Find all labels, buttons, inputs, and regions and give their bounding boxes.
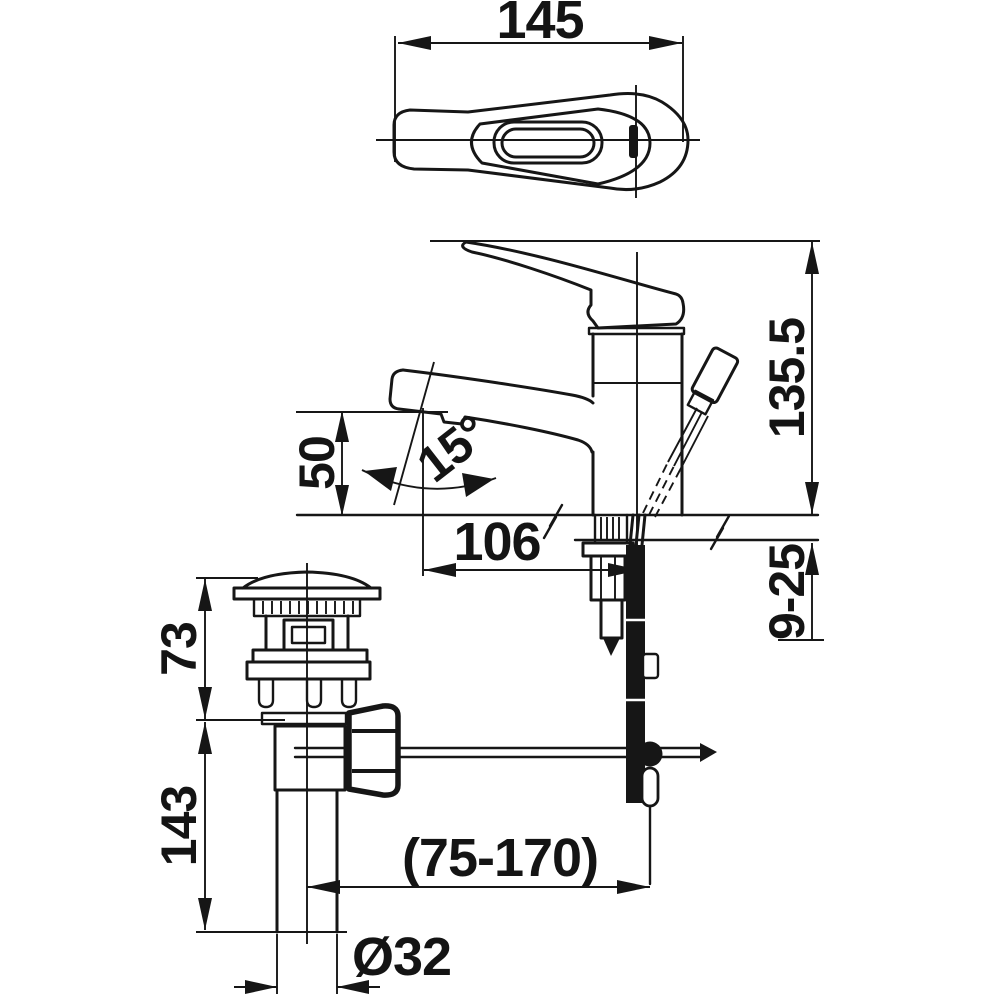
arrowhead bbox=[307, 880, 340, 894]
handle-pivot-mark bbox=[629, 125, 638, 158]
dim-deck-thickness-label: 9-25 bbox=[759, 544, 815, 640]
drain-tailpipe bbox=[275, 788, 339, 934]
drain-tee-body bbox=[273, 724, 347, 792]
side-view-faucet bbox=[295, 240, 820, 576]
hose-fitting bbox=[641, 652, 660, 680]
deck-break-symbol bbox=[542, 503, 564, 540]
dim-spout-reach-label: 106 bbox=[453, 512, 540, 572]
dim-spout-height: 50 bbox=[289, 411, 448, 516]
drain-flange-upper bbox=[251, 648, 369, 664]
bracket-inner-lines bbox=[600, 557, 616, 599]
dim-rod-adjust-range: (75-170) bbox=[307, 828, 650, 894]
handle-grip-oval-outer bbox=[492, 120, 604, 165]
drain-flange-lower bbox=[245, 660, 372, 681]
dim-overall-height-label: 135.5 bbox=[759, 318, 815, 438]
arrowhead bbox=[617, 880, 650, 894]
drain-tabs bbox=[257, 677, 358, 709]
arrowhead bbox=[424, 563, 456, 577]
arrowhead bbox=[649, 36, 682, 50]
drain-upper-body bbox=[264, 614, 350, 652]
popup-drain-assembly bbox=[232, 563, 401, 944]
dim-rod-adjust-range-label: (75-170) bbox=[402, 828, 598, 888]
arrowhead bbox=[198, 722, 212, 754]
drain-window-inner bbox=[290, 625, 327, 645]
hose-hidden-lines bbox=[642, 461, 681, 518]
hose-deck-lines bbox=[628, 513, 647, 547]
arrowhead bbox=[337, 980, 369, 994]
deck-break-symbol bbox=[709, 514, 731, 551]
handle-grip-oval-inner bbox=[500, 127, 596, 159]
dim-drain-upper-height: 73 bbox=[151, 577, 285, 721]
dim-tailpipe-diameter-label: Ø32 bbox=[352, 927, 451, 987]
arrowhead bbox=[245, 980, 277, 994]
mounting-bracket bbox=[589, 554, 627, 602]
arrowhead bbox=[462, 473, 494, 497]
arrowhead bbox=[335, 411, 349, 442]
arrowhead bbox=[198, 687, 212, 719]
lever-handle-outline bbox=[461, 240, 686, 330]
dim-handle-length-label: 145 bbox=[496, 0, 583, 50]
arrowhead bbox=[335, 485, 349, 516]
dim-handle-length: 145 bbox=[394, 0, 684, 162]
dim-tailpipe-diameter: Ø32 bbox=[234, 927, 452, 994]
rod-ball-joint bbox=[637, 741, 663, 767]
mounting-shank-hatch bbox=[593, 513, 629, 544]
hose-seams bbox=[626, 618, 645, 702]
mounting-flange bbox=[581, 541, 635, 558]
mounting-stud bbox=[599, 598, 624, 640]
drain-cap-dome bbox=[241, 570, 373, 590]
hose-lines bbox=[667, 407, 709, 471]
arrowhead bbox=[805, 482, 819, 514]
supply-hose-upper bbox=[642, 346, 740, 518]
arrowhead bbox=[364, 467, 397, 491]
hose-connector bbox=[686, 346, 740, 416]
arrowhead bbox=[805, 543, 819, 575]
arrowhead bbox=[805, 242, 819, 274]
spout-bottom-edge-aerator bbox=[397, 407, 594, 454]
drain-cap-disc bbox=[232, 586, 382, 601]
handle-inner-teardrop bbox=[470, 107, 652, 186]
arrowhead bbox=[198, 579, 212, 611]
dim-deck-thickness: 9-25 bbox=[759, 543, 824, 641]
dim-spout-reach: 106 bbox=[424, 512, 640, 577]
nut-bands bbox=[352, 729, 396, 773]
arrowhead bbox=[198, 898, 212, 930]
dim-drain-lower-height-label: 143 bbox=[151, 786, 207, 866]
supply-hoses-bundle bbox=[626, 545, 645, 803]
spout-top-edge bbox=[401, 368, 595, 405]
spout-tip-face bbox=[388, 368, 405, 411]
arrowhead bbox=[398, 36, 431, 50]
stud-tip bbox=[603, 638, 620, 656]
top-view-handle bbox=[376, 85, 700, 198]
drain-slotted-crown bbox=[252, 597, 362, 618]
dim-drain-lower-height: 143 bbox=[151, 722, 347, 933]
angle-leg-tilted bbox=[393, 361, 435, 506]
dim-drain-upper-height-label: 73 bbox=[151, 622, 207, 676]
dim-spout-height-label: 50 bbox=[289, 436, 345, 490]
drain-side-nut bbox=[346, 703, 401, 798]
drain-neck-band bbox=[260, 711, 348, 726]
rod-sleeve bbox=[640, 766, 660, 808]
rod-tip bbox=[700, 743, 717, 762]
dim-overall-height: 135.5 bbox=[430, 240, 820, 514]
